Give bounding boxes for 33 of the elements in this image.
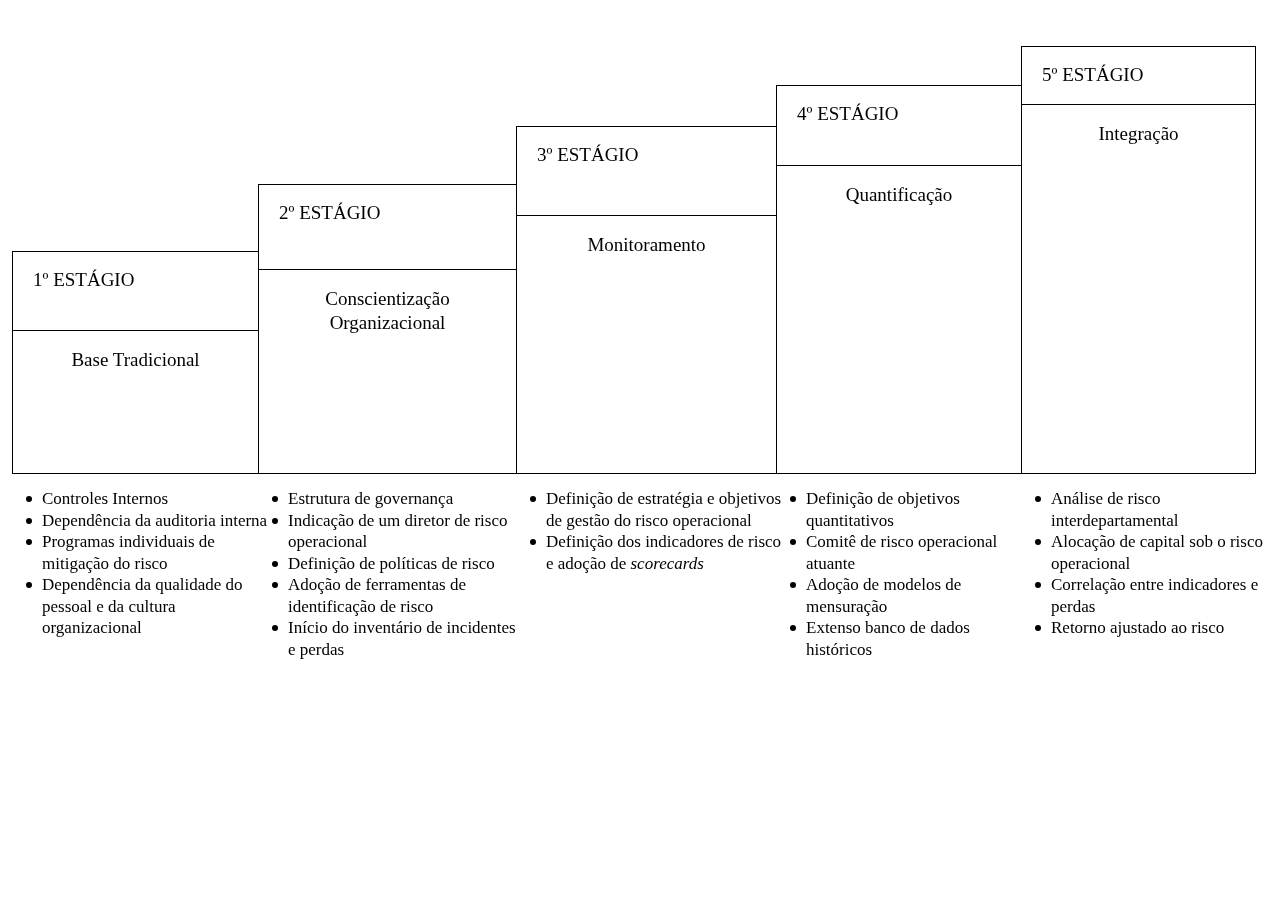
list-item: Definição de políticas de risco [288,552,495,574]
list-item: Análise de risco interdepartamental [1051,488,1180,531]
stage-number: 2º ESTÁGIO [279,201,381,225]
list-item: Retorno ajustado ao risco [1051,617,1225,639]
stage-number: 3º ESTÁGIO [537,143,639,167]
list-item: Dependência da qualidade do pessoal e da cultura organizacional [42,574,244,639]
stage-title: Quantificação [844,183,954,207]
stage-title: Base Tradicional [70,348,201,372]
stage-number: 5º ESTÁGIO [1042,63,1144,87]
stage-box [1021,104,1256,474]
stage-header-box [1021,46,1256,105]
list-item: Controles Internos [42,488,169,510]
list-item: Definição de objetivos quantitativos [806,488,961,531]
list-item: Correlação entre indicadores e perdas [1051,574,1260,617]
list-item: Definição dos indicadores de risco e adoção de scorecards [546,531,783,574]
stage-header-box [12,251,259,331]
list-item: Programas individuais de mitigação do risco [42,531,216,574]
stage-title: Monitoramento [586,233,707,257]
list-item: Extenso banco de dados históricos [806,617,971,660]
stage-number: 1º ESTÁGIO [33,268,135,292]
stage-number: 4º ESTÁGIO [797,102,899,126]
list-item: Estrutura de governança [288,488,454,510]
list-item: Início do inventário de incidentes e perdas [288,617,517,660]
list-item: Adoção de modelos de mensuração [806,574,963,617]
list-item: Dependência da auditoria interna [42,509,268,531]
stage-box [12,330,259,474]
list-item: Adoção de ferramentas de identificação de risco [288,574,467,617]
list-item: Indicação de um diretor de risco operacional [288,509,509,553]
list-item: Definição de estratégia e objetivos de gestão do risco operacional [546,488,783,531]
stage-title: Integração [1097,122,1180,146]
list-item: Alocação de capital sob o risco operacional [1051,531,1264,574]
stage-title: Conscientização Organizacional [324,287,451,335]
list-item: Comitê de risco operacional atuante [806,531,999,574]
